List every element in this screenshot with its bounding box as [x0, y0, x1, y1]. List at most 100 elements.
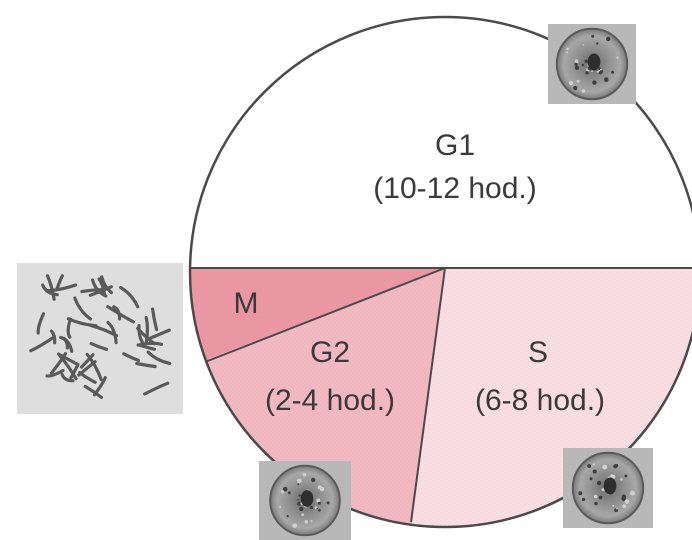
chromosome — [78, 371, 97, 384]
chromosome — [146, 328, 171, 341]
chromatin-speck — [574, 65, 580, 71]
chromatin-speck — [574, 59, 579, 64]
nucleolus — [300, 490, 314, 507]
chromosome — [50, 352, 68, 375]
chromatin-speck — [288, 491, 291, 495]
chromatin-speck — [292, 523, 298, 528]
chromatin-speck — [600, 68, 602, 71]
chromosome — [143, 381, 170, 396]
chromatin-speck — [596, 42, 599, 45]
chromatin-speck — [630, 490, 635, 496]
chromosome — [49, 329, 57, 345]
chromatin-speck — [318, 509, 321, 512]
chromatin-speck — [316, 498, 321, 503]
interphase-nucleus-micrograph-g2 — [259, 461, 351, 540]
chromosome — [45, 368, 65, 378]
chromosome — [151, 307, 159, 332]
chromatin-speck — [596, 480, 602, 486]
chromatin-speck — [310, 505, 314, 510]
g2-name: G2 — [310, 336, 350, 369]
chromatin-speck — [606, 36, 611, 42]
chromosome — [137, 324, 144, 344]
chromatin-speck — [573, 85, 578, 91]
chromatin-speck — [317, 485, 322, 490]
segment-dividers — [190, 267, 692, 523]
chromatin-speck — [317, 501, 321, 505]
chromatin-speck — [616, 56, 619, 59]
chromatin-speck — [598, 495, 603, 500]
chromatin-speck — [604, 77, 609, 82]
chromatin-speck — [596, 70, 599, 73]
chromatin-speck — [286, 515, 289, 518]
interphase-nucleus-micrograph-g1 — [548, 24, 636, 104]
chromatin-speck — [279, 505, 282, 508]
chromatin-speck — [316, 507, 319, 510]
chromatin-speck — [602, 464, 608, 470]
chromosome — [100, 275, 113, 295]
chromatin-speck — [591, 34, 595, 38]
chromosome — [92, 376, 107, 397]
chromosome-spread-micrograph — [17, 263, 183, 414]
chromosome — [69, 364, 79, 380]
chromosome — [73, 296, 93, 321]
chromatin-speck — [622, 504, 627, 509]
chromatin-speck — [592, 80, 597, 85]
chromatin-speck — [304, 520, 309, 524]
chromosome — [45, 274, 56, 301]
divider-g2-s — [410, 267, 446, 523]
g1-name: G1 — [435, 129, 475, 162]
chromosome — [144, 315, 150, 344]
chromatin-speck — [302, 473, 307, 477]
chromatin-speck — [581, 63, 584, 67]
chromatin-speck — [611, 70, 615, 74]
chromatin-speck — [297, 501, 302, 506]
chromatin-speck — [297, 478, 302, 484]
chromatin-speck — [578, 491, 583, 496]
chromosome — [89, 342, 109, 351]
chromatin-speck — [600, 70, 604, 73]
chromatin-speck — [297, 498, 299, 501]
chromatin-speck — [624, 499, 630, 504]
chromatin-speck — [569, 81, 574, 86]
chromatin-speck — [280, 490, 285, 494]
s-name: S — [528, 336, 548, 369]
nucleolus — [603, 477, 617, 495]
chromatin-speck — [282, 486, 288, 492]
chromosome — [119, 285, 140, 309]
chromatin-speck — [566, 47, 569, 50]
chromatin-speck — [576, 79, 580, 83]
chromatin-speck — [574, 62, 578, 66]
chromatin-speck — [299, 506, 304, 512]
chromosome — [41, 283, 59, 297]
chromatin-speck — [297, 483, 300, 486]
chromosome — [60, 372, 75, 383]
chromatin-speck — [593, 494, 598, 499]
interphase-nucleus-micrograph-s — [563, 448, 653, 528]
chromatin-speck — [594, 501, 598, 506]
chromosome — [83, 384, 103, 399]
chromosome — [122, 352, 140, 362]
chromatin-speck — [592, 469, 597, 474]
chromosome — [66, 317, 72, 339]
chromatin-speck — [566, 51, 569, 54]
chromatin-speck — [581, 497, 586, 502]
chromatin-speck — [587, 464, 592, 468]
chromatin-speck — [582, 44, 584, 46]
nucleolus — [587, 53, 601, 71]
chromosome — [97, 277, 106, 295]
m-name: M — [234, 287, 259, 320]
chromatin-speck — [581, 89, 586, 93]
chromatin-speck — [601, 488, 605, 492]
chromatin-speck — [301, 513, 305, 516]
chromatin-speck — [616, 507, 618, 510]
chromatin-speck — [611, 474, 616, 479]
chromosome — [59, 335, 70, 350]
chromatin-speck — [310, 520, 313, 522]
chromosome — [135, 361, 157, 369]
chromosome — [85, 352, 103, 382]
chromatin-speck — [585, 71, 589, 75]
chromosome — [146, 350, 172, 365]
chromosome — [88, 323, 119, 338]
